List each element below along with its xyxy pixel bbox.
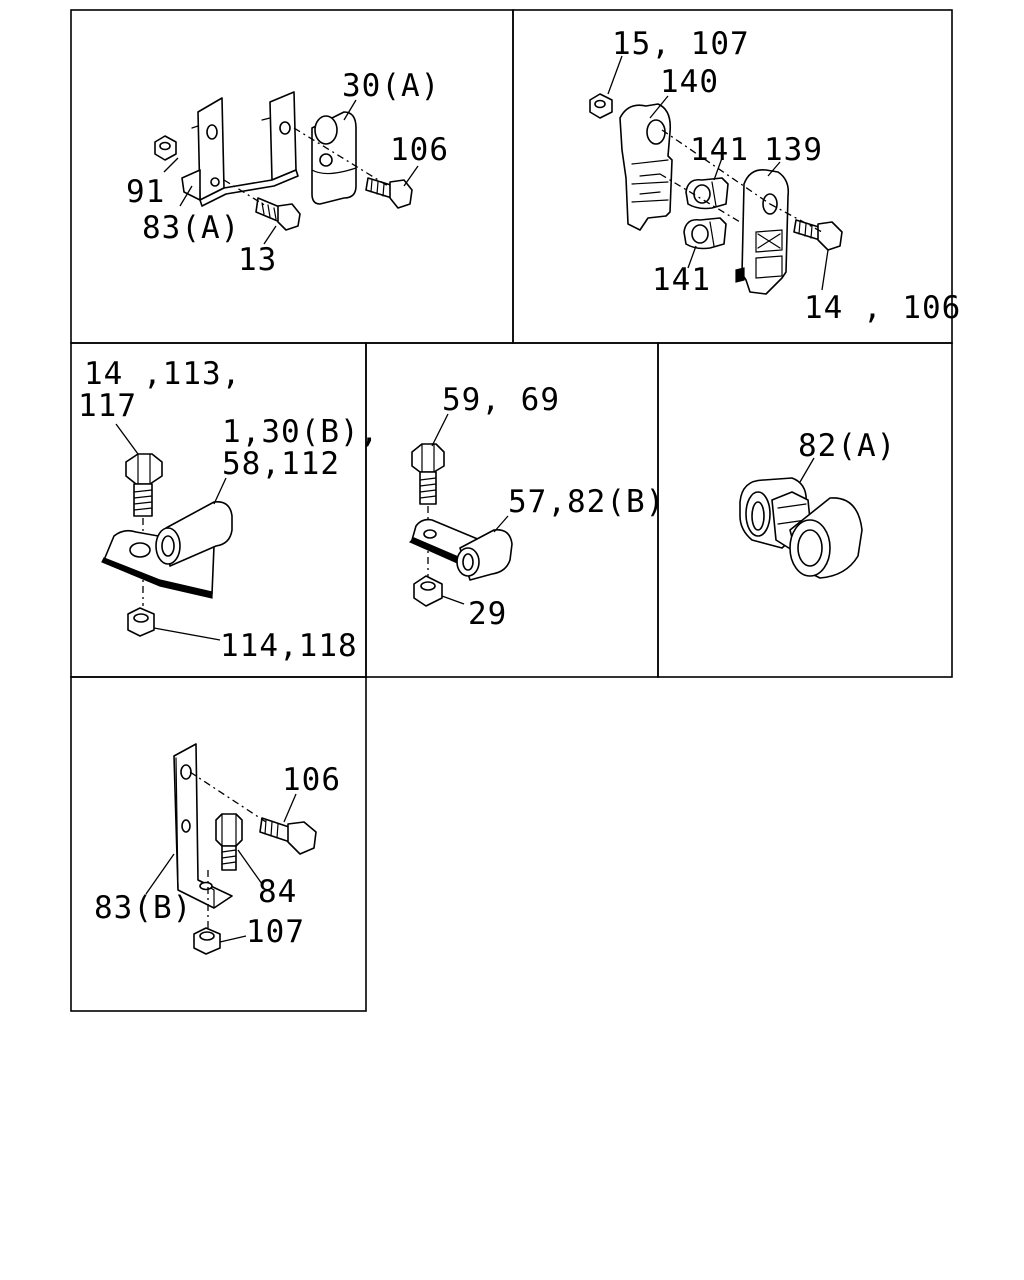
panel-1: 30(A) 106 91 83(A) 13 xyxy=(126,68,449,278)
leader-14-113-117 xyxy=(115,423,139,455)
label-15-107: 15, 107 xyxy=(612,26,750,62)
leader-83b xyxy=(145,853,175,895)
assembly-axis xyxy=(661,129,771,205)
leader-13 xyxy=(263,225,277,245)
clip-30a xyxy=(311,111,357,205)
leader-106 xyxy=(403,165,419,187)
assembly-axis xyxy=(293,127,389,187)
leader-59-69 xyxy=(431,413,449,447)
leader-106-p6 xyxy=(283,793,297,823)
leader-15-107 xyxy=(607,55,623,95)
assembly-axis xyxy=(659,173,741,223)
leader-82a xyxy=(799,457,815,483)
bolt-84 xyxy=(215,813,243,871)
bolt-59-69 xyxy=(411,443,445,505)
label-84: 84 xyxy=(258,874,297,910)
nut-15-107 xyxy=(589,93,613,119)
label-58-112: 58,112 xyxy=(222,446,340,482)
panel-6: 106 84 83(B) 107 xyxy=(94,743,341,955)
label-141-lower: 141 xyxy=(652,262,711,298)
panel-5: 82(A) xyxy=(739,428,896,579)
label-14-113: 14 ,113, xyxy=(84,356,241,392)
leader-29 xyxy=(441,595,465,605)
panel-5-frame xyxy=(657,342,953,678)
leader-14-106 xyxy=(821,249,829,291)
bolt-106-p6 xyxy=(259,817,317,855)
leader-139 xyxy=(767,161,781,177)
clamp-139 xyxy=(735,168,790,295)
leader-141-upper xyxy=(713,157,723,181)
bolt-13 xyxy=(255,197,301,231)
clamp-1-30b-58-112 xyxy=(101,500,233,599)
leader-1-30b xyxy=(213,477,227,505)
label-107: 107 xyxy=(246,914,305,950)
label-117: 117 xyxy=(78,388,137,424)
nut-29 xyxy=(413,575,443,607)
nut-107 xyxy=(193,927,221,955)
label-59-69: 59, 69 xyxy=(442,382,560,418)
bolt-14-113-117 xyxy=(125,453,163,517)
label-106-p6: 106 xyxy=(282,762,341,798)
label-141-upper: 141 xyxy=(690,132,749,168)
bracket-83a xyxy=(181,91,299,207)
label-1-30b: 1,30(B), xyxy=(222,414,379,450)
label-30a: 30(A) xyxy=(342,68,440,104)
leader-30a xyxy=(343,99,357,121)
assembly-axis xyxy=(769,203,823,233)
label-91: 91 xyxy=(126,174,165,210)
label-57-82b: 57,82(B) xyxy=(508,484,665,520)
clip-141-upper xyxy=(685,177,729,210)
label-139: 139 xyxy=(764,132,823,168)
bracket-83b xyxy=(173,743,233,909)
clamp-140 xyxy=(619,103,673,231)
clip-141-lower xyxy=(683,217,727,250)
nut-91 xyxy=(154,135,177,161)
label-83a: 83(A) xyxy=(142,210,240,246)
leader-84 xyxy=(237,849,263,885)
label-13: 13 xyxy=(238,242,277,278)
assembly-axis xyxy=(189,771,267,823)
leader-141-lower xyxy=(687,245,697,269)
label-140: 140 xyxy=(660,64,719,100)
leader-114-118 xyxy=(153,627,221,641)
panel-3: 14 ,113, 117 1,30(B), 58,112 114,118 xyxy=(78,356,379,664)
label-82a: 82(A) xyxy=(798,428,896,464)
clamp-82a xyxy=(739,477,863,579)
leader-83a xyxy=(179,185,193,207)
panel-frames xyxy=(70,9,953,1012)
label-14-106: 14 , 106 xyxy=(804,290,961,326)
panel-6-frame xyxy=(70,676,367,1012)
label-83b: 83(B) xyxy=(94,890,192,926)
label-29: 29 xyxy=(468,596,507,632)
leader-107 xyxy=(219,935,247,943)
label-106: 106 xyxy=(390,132,449,168)
leader-57-82b xyxy=(493,515,509,533)
panel-2: 15, 107 140 141 139 141 14 , 106 xyxy=(589,26,961,326)
leader-140 xyxy=(649,95,669,119)
clamp-57-82b xyxy=(408,518,513,581)
bolt-14-106 xyxy=(793,219,843,251)
label-114-118: 114,118 xyxy=(220,628,358,664)
nut-114-118 xyxy=(127,607,155,637)
panel-4: 59, 69 57,82(B) 29 xyxy=(408,382,665,632)
leader-91 xyxy=(163,157,179,173)
bolt-106 xyxy=(365,177,413,209)
